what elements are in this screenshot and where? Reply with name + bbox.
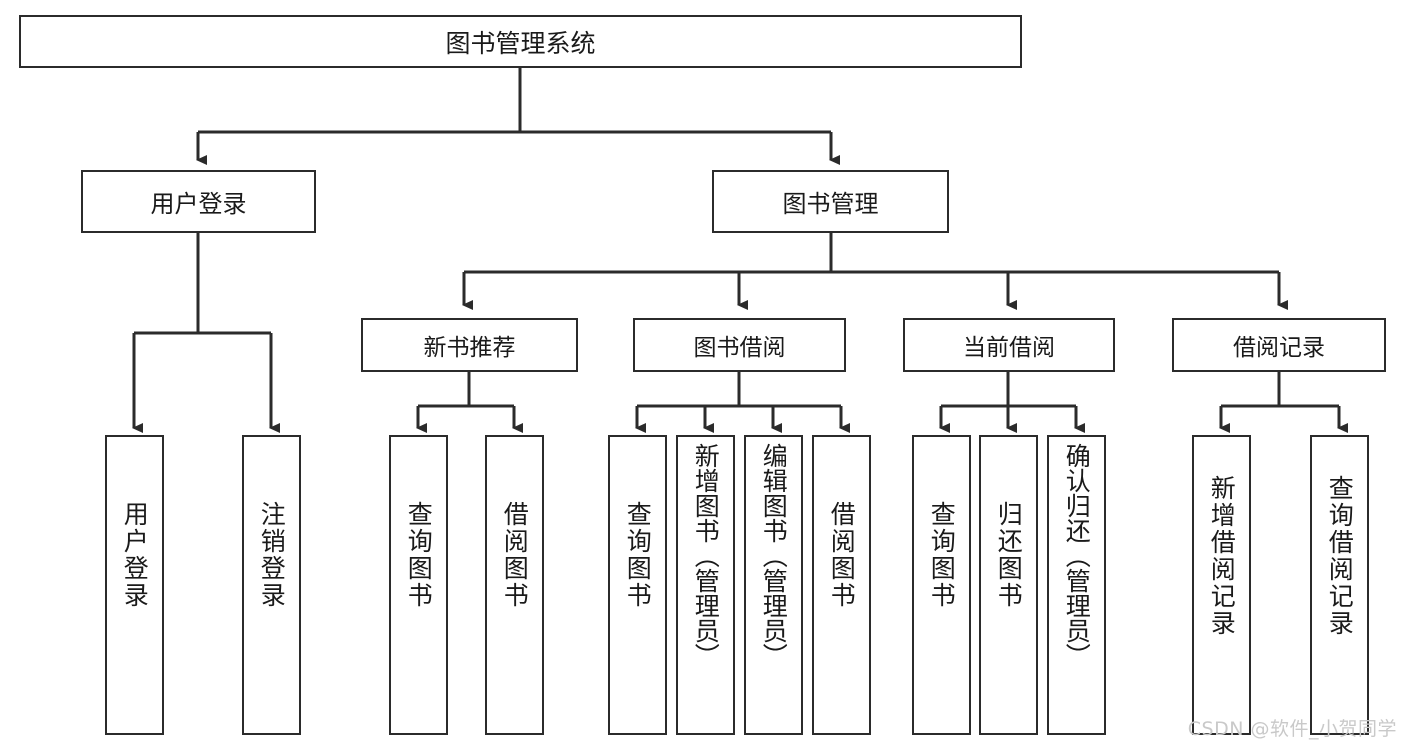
leaf-node-user-logout[interactable]: 注销登录	[242, 435, 301, 735]
leaf-node-edit-book[interactable]: 编辑图书（管理员）	[744, 435, 803, 735]
node-label: 查询图书	[927, 501, 957, 609]
node-root-system[interactable]: 图书管理系统	[19, 15, 1022, 68]
leaf-node-query-book-recommend[interactable]: 查询图书	[389, 435, 448, 735]
node-label: 图书管理系统	[445, 28, 596, 58]
node-book-borrow[interactable]: 图书借阅	[633, 318, 846, 372]
node-label: 新增图书（管理员）	[691, 443, 721, 668]
node-label: 查询借阅记录	[1325, 475, 1355, 637]
node-borrow-record[interactable]: 借阅记录	[1172, 318, 1386, 372]
leaf-node-user-login[interactable]: 用户登录	[105, 435, 164, 735]
node-label: 新增借阅记录	[1207, 475, 1237, 637]
leaf-node-confirm-return[interactable]: 确认归还（管理员）	[1047, 435, 1106, 735]
node-label: 归还图书	[994, 501, 1024, 609]
leaf-node-query-borrow-record[interactable]: 查询借阅记录	[1310, 435, 1369, 735]
leaf-node-query-book-borrow[interactable]: 查询图书	[608, 435, 667, 735]
node-label: 用户登录	[120, 501, 150, 609]
node-label: 借阅记录	[1233, 335, 1325, 361]
leaf-node-borrow-book[interactable]: 借阅图书	[812, 435, 871, 735]
node-current-borrow[interactable]: 当前借阅	[903, 318, 1115, 372]
node-label: 查询图书	[623, 501, 653, 609]
node-book-management[interactable]: 图书管理	[712, 170, 949, 233]
leaf-node-return-book[interactable]: 归还图书	[979, 435, 1038, 735]
node-user-login[interactable]: 用户登录	[81, 170, 316, 233]
leaf-node-add-borrow-record[interactable]: 新增借阅记录	[1192, 435, 1251, 735]
node-new-book-recommend[interactable]: 新书推荐	[361, 318, 578, 372]
leaf-node-borrow-book-recommend[interactable]: 借阅图书	[485, 435, 544, 735]
leaf-node-query-book-current[interactable]: 查询图书	[912, 435, 971, 735]
csdn-watermark: CSDN @软件_小贺同学	[1187, 718, 1397, 740]
node-label: 用户登录	[150, 190, 247, 218]
node-label: 图书管理	[782, 190, 879, 218]
node-label: 借阅图书	[827, 501, 857, 609]
node-label: 当前借阅	[963, 335, 1055, 361]
node-label: 确认归还（管理员）	[1062, 443, 1092, 668]
node-label: 查询图书	[404, 501, 434, 609]
node-label: 编辑图书（管理员）	[759, 443, 789, 668]
leaf-node-add-book[interactable]: 新增图书（管理员）	[676, 435, 735, 735]
node-label: 注销登录	[257, 501, 287, 609]
node-label: 图书借阅	[693, 335, 786, 361]
node-label: 借阅图书	[500, 501, 530, 609]
node-label: 新书推荐	[423, 335, 516, 361]
